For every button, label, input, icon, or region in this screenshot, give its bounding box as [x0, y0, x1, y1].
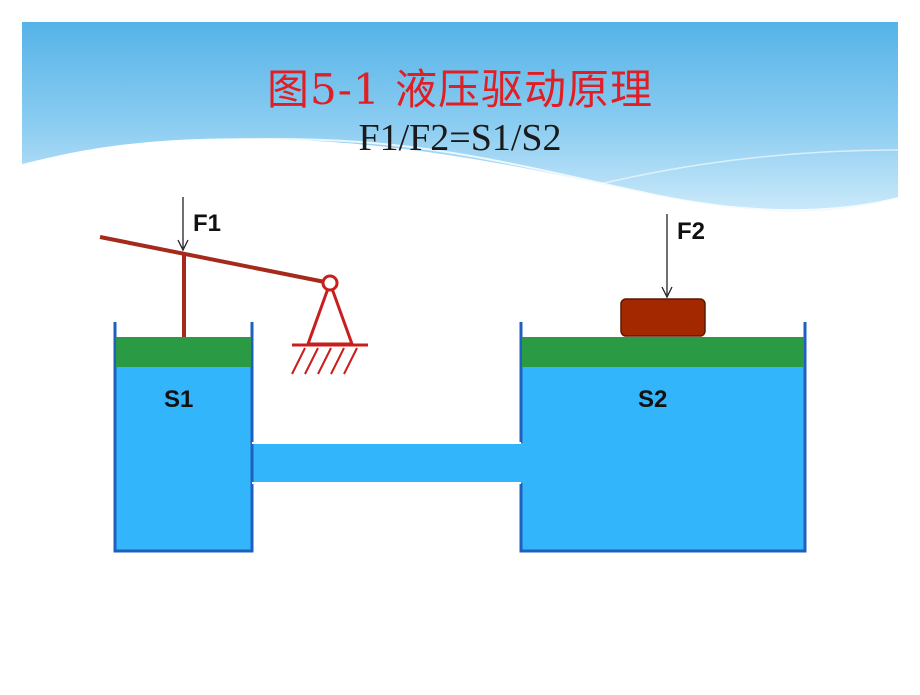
label-f1: F1	[193, 210, 222, 237]
connecting-pipe	[235, 443, 527, 483]
force-arrow-left	[177, 197, 189, 252]
force-arrow-right	[661, 214, 673, 299]
label-s2: S2	[638, 386, 668, 413]
label-s1: S1	[164, 386, 194, 413]
ground-hatch	[291, 347, 358, 375]
left-cylinder-fluid	[115, 367, 252, 551]
right-cylinder-fluid	[521, 367, 805, 551]
header-band	[22, 22, 898, 212]
header-swoosh-2	[519, 149, 899, 206]
slide-title: 图5-1 液压驱动原理	[267, 65, 653, 114]
right-piston	[522, 337, 804, 367]
left-piston	[116, 337, 251, 367]
header-swoosh	[21, 138, 899, 212]
lever-arm	[99, 235, 331, 285]
load-block	[620, 298, 706, 337]
formula-text: F1/F2=S1/S2	[358, 117, 562, 159]
left-cylinder-wall	[113, 322, 254, 553]
right-cylinder-wall	[519, 322, 807, 553]
pivot-joint	[321, 274, 339, 292]
pipe-walls	[252, 442, 521, 484]
label-f2: F2	[677, 218, 706, 245]
pivot-support	[305, 278, 355, 346]
